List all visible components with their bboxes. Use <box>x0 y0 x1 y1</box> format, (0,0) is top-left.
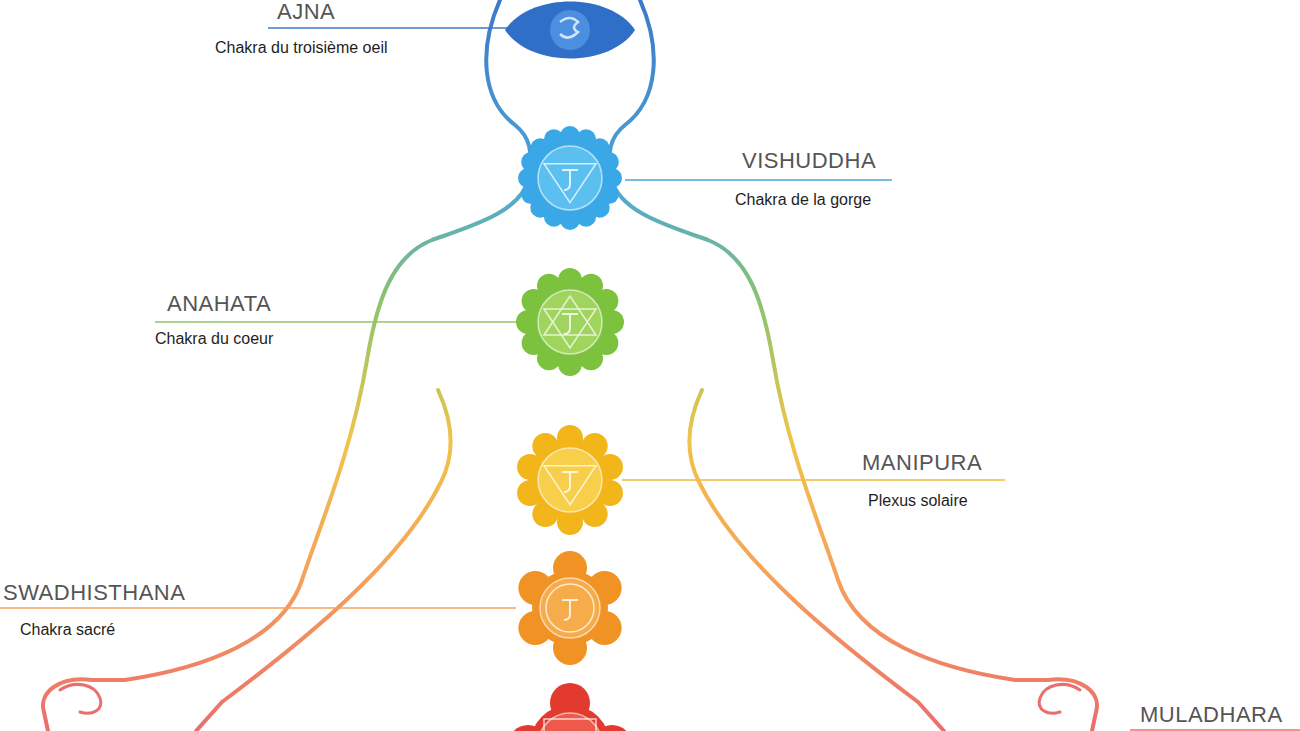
chakra-name: AJNA <box>277 1 335 23</box>
ajna-sign <box>560 18 578 38</box>
body-outline <box>43 0 1097 731</box>
bija-sign <box>562 472 578 492</box>
chakra-triangle <box>544 164 596 203</box>
chakra-name: MULADHARA <box>1140 704 1283 726</box>
chakra-name: MANIPURA <box>862 452 982 474</box>
ajna-center <box>550 10 590 50</box>
chakra-hexagram <box>544 296 596 348</box>
chakra-inner <box>538 290 602 354</box>
chakra-name: ANAHATA <box>167 293 271 315</box>
anahata-symbol <box>516 268 624 376</box>
chakra-disc <box>530 705 610 731</box>
chakra-circle <box>546 584 594 632</box>
chakra-disc <box>532 570 608 646</box>
ajna-eye <box>505 2 635 59</box>
chakra-disc <box>530 138 610 218</box>
chakra-caption: Chakra du coeur <box>155 331 273 347</box>
swadhisthana-symbol <box>518 551 621 665</box>
chakra-name: VISHUDDHA <box>742 150 876 172</box>
chakra-caption: Plexus solaire <box>868 493 968 509</box>
bija-sign <box>562 314 578 334</box>
manipura-symbol <box>517 425 623 535</box>
chakra-caption: Chakra du troisième oeil <box>215 40 388 56</box>
bija-sign <box>562 600 578 620</box>
chakra-inner <box>540 578 600 638</box>
chakra-name: SWADHISTHANA <box>3 582 185 604</box>
chakra-square <box>544 719 596 731</box>
chakra-symbols <box>505 2 635 731</box>
leader-lines <box>0 28 1300 730</box>
chakra-inner <box>538 713 602 731</box>
muladhara-symbol <box>508 683 632 731</box>
chakra-triangle <box>544 466 596 505</box>
chakra-disc <box>530 440 610 520</box>
vishuddha-symbol <box>518 126 622 230</box>
chakra-disc <box>530 282 610 362</box>
chakra-inner <box>538 448 602 512</box>
chakra-caption: Chakra de la gorge <box>735 192 871 208</box>
chakra-caption: Chakra sacré <box>20 622 115 638</box>
chakra-inner <box>538 146 602 210</box>
bija-sign <box>562 170 578 190</box>
